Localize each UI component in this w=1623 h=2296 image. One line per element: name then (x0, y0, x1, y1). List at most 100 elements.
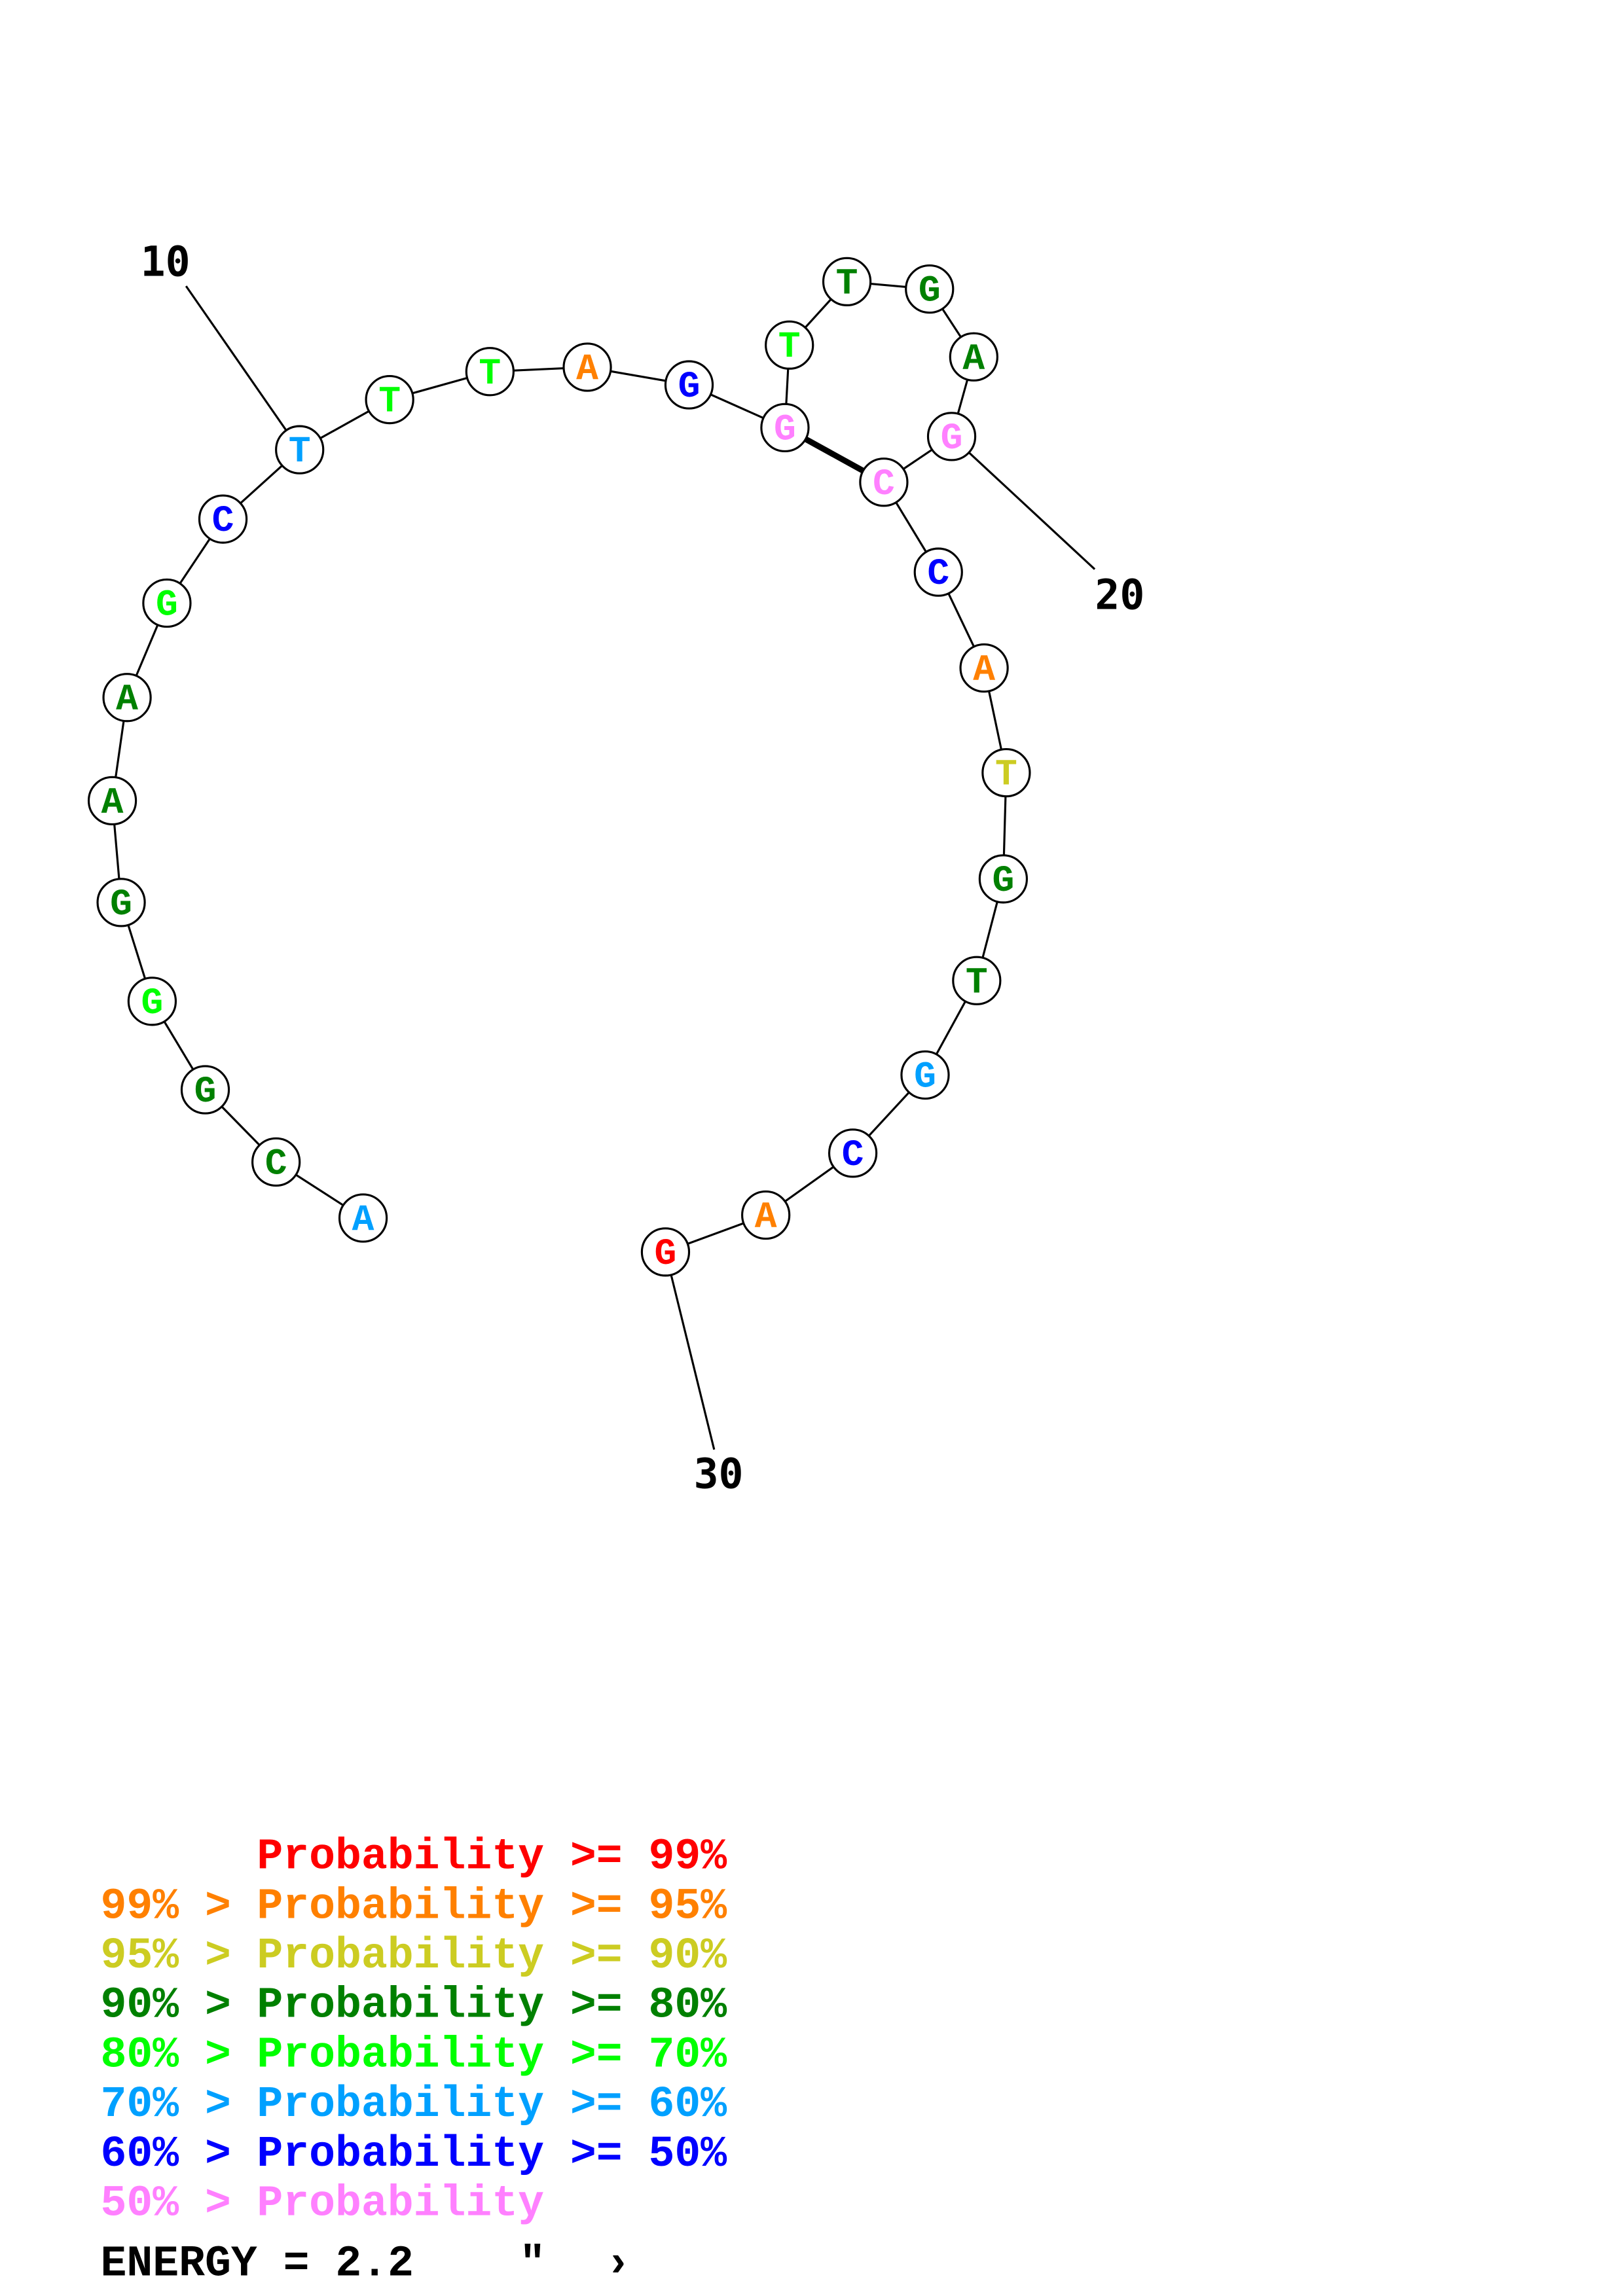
position-label-line (664, 1251, 716, 1450)
nucleotide-letter: C (265, 1143, 287, 1185)
nucleotide-letter: C (212, 500, 234, 542)
nucleotide-letter: C (927, 553, 949, 595)
legend-prefix: 99% > (101, 1882, 257, 1931)
nucleotide-5: G (96, 878, 146, 927)
nucleotide-letter: T (479, 353, 501, 395)
nucleotide-letter: T (966, 961, 988, 1003)
nucleotide-letter: G (655, 1233, 677, 1275)
nucleotide-circle (900, 1050, 950, 1100)
legend-label: Probability (257, 2179, 544, 2229)
nucleotide-circle (180, 1065, 230, 1115)
legend-label: Probability >= 99% (257, 1833, 727, 1882)
nucleotide-circle (913, 547, 963, 597)
nucleotide-circle (198, 494, 248, 544)
nucleotide-4: G (127, 977, 177, 1026)
nucleotide-letter: G (992, 860, 1014, 902)
position-label-line (185, 285, 301, 451)
nucleotide-6: A (87, 776, 137, 826)
nucleotide-circle (102, 673, 152, 723)
nucleotide-letter: T (836, 262, 858, 304)
nucleotide-circle (765, 320, 814, 370)
nucleotide-circle (664, 360, 714, 410)
nucleotide-22: C (913, 547, 963, 597)
nucleotide-letter: G (941, 418, 963, 459)
energy-value: ENERGY = 2.2 (101, 2239, 414, 2288)
nucleotide-letter: G (919, 270, 941, 312)
nucleotide-16: T (765, 320, 814, 370)
legend-row: 70% > Probability >= 60% (101, 2080, 727, 2129)
nucleotide-letter: C (842, 1134, 864, 1176)
nucleotide-circle (465, 347, 515, 397)
nucleotide-letter: T (378, 381, 401, 423)
nucleotide-circle (760, 403, 810, 453)
nucleotide-14: G (664, 360, 714, 410)
nucleotide-letter: A (576, 348, 598, 390)
nucleotide-letter: A (973, 649, 995, 691)
nucleotide-3: G (180, 1065, 230, 1115)
nucleotide-8: G (142, 578, 192, 628)
nucleotide-circle (87, 776, 137, 826)
legend-row: 60% > Probability >= 50% (101, 2130, 727, 2179)
nucleotide-circle (822, 257, 872, 306)
nucleotide-circle (251, 1137, 301, 1187)
nucleotide-21: C (859, 457, 909, 507)
nucleotide-26: T (952, 956, 1002, 1005)
legend-label: Probability >= 95% (257, 1882, 727, 1931)
nucleotide-29: A (741, 1190, 791, 1240)
nucleotide-circle (96, 878, 146, 927)
legend-label: Probability >= 50% (257, 2130, 727, 2179)
nucleotide-circle (741, 1190, 791, 1240)
legend-prefix: 60% > (101, 2130, 257, 2179)
nucleotide-circle (365, 374, 414, 425)
nucleotide-letter: A (352, 1199, 374, 1241)
nucleotide-letter: G (110, 884, 132, 925)
nucleotide-circle (275, 425, 325, 475)
legend-prefix: 90% > (101, 1981, 257, 2030)
nucleotide-circle (959, 643, 1009, 693)
energy-line: ENERGY = 2.2 " › (101, 2239, 631, 2288)
nucleotide-circle (905, 264, 955, 314)
legend-prefix: 80% > (101, 2030, 257, 2079)
nucleotide-circle (981, 747, 1031, 798)
nucleotide-circle (949, 332, 998, 382)
legend-label: Probability >= 60% (257, 2080, 727, 2129)
nucleotide-11: T (365, 374, 414, 425)
nucleotide-letter: T (778, 326, 801, 368)
nucleotide-letter: G (678, 366, 701, 408)
legend-row: 50% > Probability (101, 2179, 544, 2229)
nucleotide-circle (926, 412, 977, 461)
nucleotide-19: A (949, 332, 998, 382)
nucleotide-circle (142, 578, 192, 628)
legend-row: 95% > Probability >= 90% (101, 1931, 727, 1981)
nucleotide-circle (562, 342, 612, 392)
nucleotide-letter: G (914, 1056, 936, 1098)
nucleotide-circle (640, 1227, 691, 1277)
nucleotide-letter: A (962, 338, 985, 380)
nucleotide-25: G (978, 854, 1029, 904)
nucleotide-letter: G (141, 982, 163, 1024)
legend-row: 90% > Probability >= 80% (101, 1981, 727, 2030)
position-label-line (951, 435, 1096, 570)
backbone-lines (111, 280, 1008, 1253)
nucleotide-circle (828, 1128, 878, 1178)
nucleotide-letter: C (873, 463, 895, 505)
nucleotide-circle (127, 977, 177, 1026)
legend-row: 80% > Probability >= 70% (101, 2030, 727, 2079)
nucleotide-1: A (338, 1193, 388, 1243)
nucleotide-letter: G (774, 408, 796, 450)
nucleotide-12: T (465, 347, 515, 397)
legend-row: 99% > Probability >= 95% (101, 1882, 727, 1931)
nucleotide-circle (859, 457, 909, 507)
probability-legend: Probability >= 99%99% > Probability >= 9… (101, 1833, 727, 2229)
nucleotide-7: A (102, 673, 152, 723)
nucleotide-letter: T (289, 431, 311, 473)
nucleotide-2: C (251, 1137, 301, 1187)
nucleotide-23: A (959, 643, 1009, 693)
nucleotide-9: C (198, 494, 248, 544)
nucleotide-letter: A (116, 679, 138, 721)
nucleotide-circle (978, 854, 1029, 904)
nucleotide-20: G (926, 412, 977, 461)
nucleotide-10: T (275, 425, 325, 475)
